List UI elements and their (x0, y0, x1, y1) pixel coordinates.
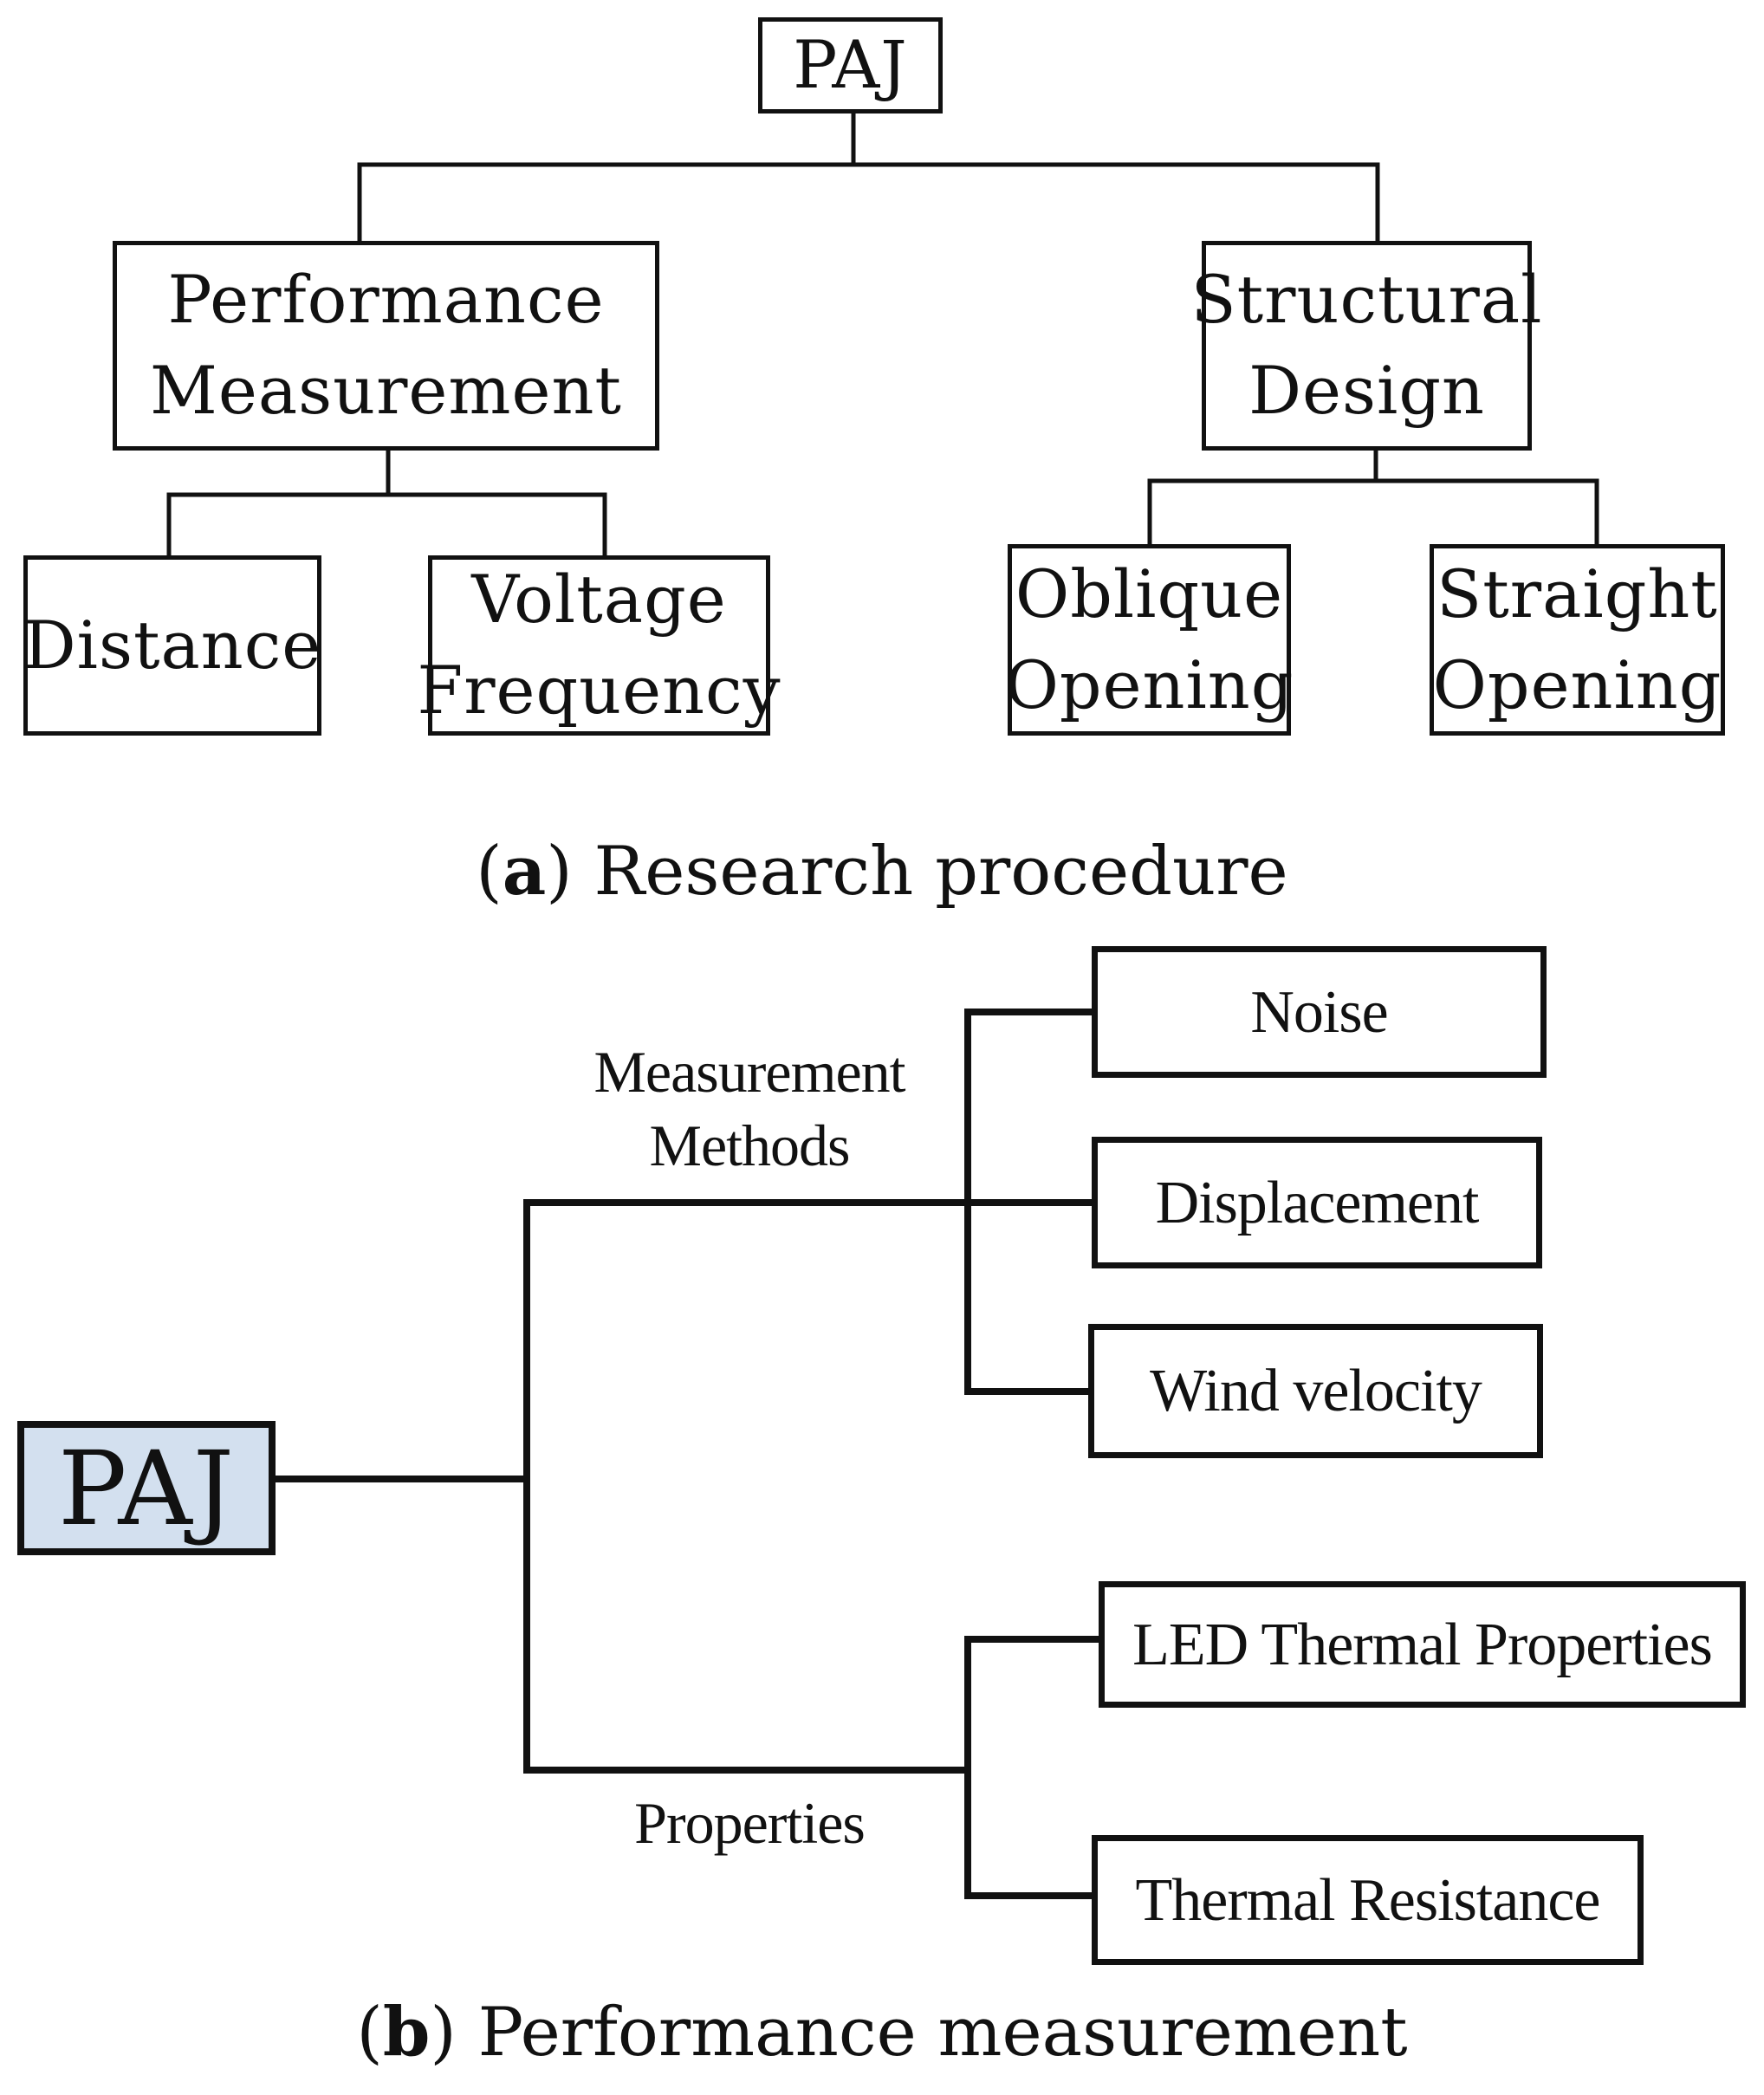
node-noise: Noise (1092, 946, 1547, 1078)
node-paj-root-a: PAJ (758, 17, 943, 114)
node-label-line: Voltage (471, 561, 727, 639)
node-thermal-resistance: Thermal Resistance (1092, 1835, 1644, 1965)
node-displacement: Displacement (1092, 1137, 1542, 1268)
branch-label-properties: Properties (546, 1787, 953, 1860)
caption-text: Performance measurement (477, 1994, 1408, 2072)
node-oblique-opening: Oblique Opening (1005, 544, 1294, 736)
node-label: LED Thermal Properties (1132, 1611, 1713, 1678)
connector-root-b (270, 1199, 971, 1774)
node-label: PAJ (57, 1428, 236, 1548)
branch-label-measurement-methods: Measurement Methods (546, 1035, 953, 1183)
node-label-line: Design (1248, 352, 1485, 429)
branch-label-line: Properties (634, 1790, 866, 1856)
connector-structural (1147, 448, 1599, 548)
node-label: Displacement (1155, 1169, 1480, 1236)
node-label: Voltage Frequency (417, 555, 781, 736)
node-led-thermal-properties: LED Thermal Properties (1099, 1581, 1746, 1708)
node-voltage-frequency: Voltage Frequency (417, 555, 781, 736)
caption-panel-a: (a) Research procedure (476, 832, 1288, 911)
node-label: PAJ (793, 26, 908, 104)
node-distance: Distance (23, 555, 321, 736)
node-label-line: Straight (1436, 555, 1718, 632)
branch-label-line: Methods (649, 1112, 851, 1178)
caption-text: Research procedure (593, 833, 1288, 911)
node-label-line: Measurement (150, 352, 622, 429)
node-label: Structural Design (1191, 255, 1543, 437)
branch-label-line: Measurement (593, 1039, 905, 1105)
node-label-line: Opening (1432, 645, 1722, 723)
connector-performance (166, 448, 607, 558)
caption-panel-b: (b) Performance measurement (356, 1993, 1408, 2072)
node-label-line: Performance (167, 261, 605, 339)
connector-methods (964, 1009, 1097, 1395)
node-performance-measurement: Performance Measurement (113, 241, 659, 451)
node-label-line: Oblique (1015, 555, 1284, 632)
connector-properties (964, 1636, 1104, 1899)
caption-letter: a (502, 832, 547, 911)
node-label: Distance (23, 606, 322, 684)
node-label-line: Opening (1004, 645, 1294, 723)
node-straight-opening: Straight Opening (1430, 544, 1725, 736)
node-label: Thermal Resistance (1135, 1866, 1601, 1934)
node-label-line: Frequency (417, 652, 781, 729)
node-structural-design: Structural Design (1191, 241, 1541, 451)
node-wind-velocity: Wind velocity (1088, 1324, 1543, 1458)
node-label: Wind velocity (1150, 1358, 1482, 1424)
caption-letter: b (382, 1993, 431, 2072)
node-label: Oblique Opening (1005, 549, 1294, 731)
node-label-line: Structural (1190, 261, 1543, 339)
node-label: Noise (1250, 978, 1388, 1046)
node-label: Performance Measurement (150, 255, 622, 437)
node-label: Straight Opening (1433, 549, 1722, 731)
node-paj-root-b: PAJ (17, 1421, 276, 1555)
connector-root-a (357, 111, 1380, 245)
